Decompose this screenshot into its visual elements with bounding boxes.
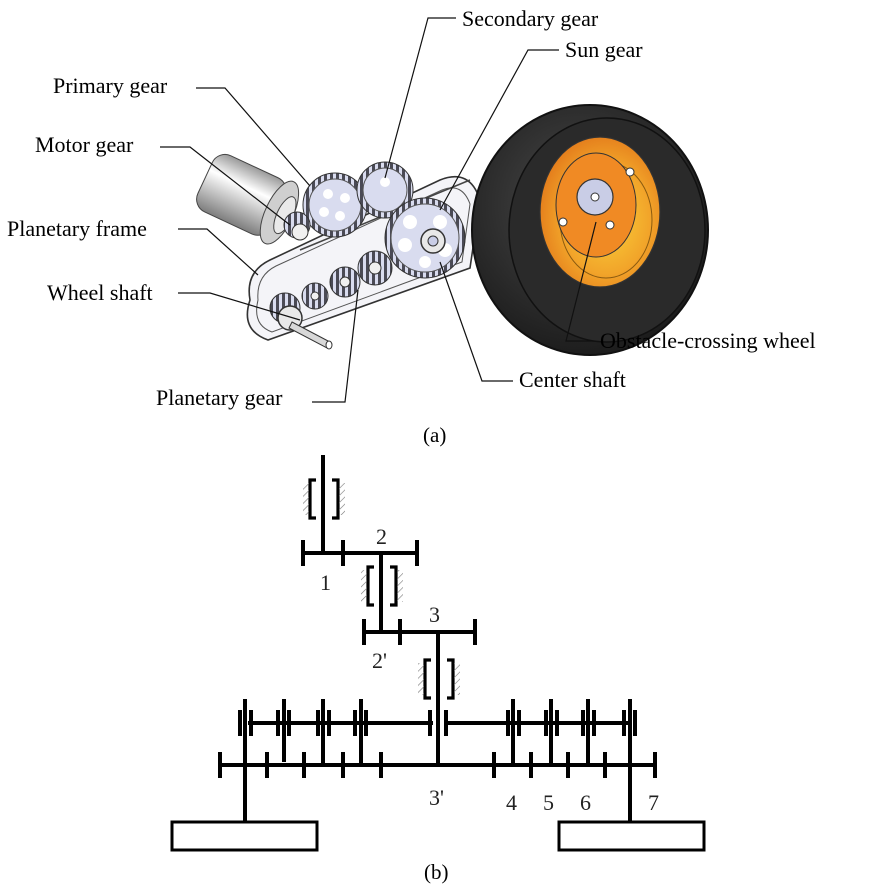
label-primary-gear: Primary gear bbox=[53, 73, 168, 98]
label-sun-gear: Sun gear bbox=[565, 37, 643, 62]
gear-number-1: 1 bbox=[320, 570, 331, 595]
motor-gear bbox=[283, 211, 311, 241]
leader-planetary-gear bbox=[312, 289, 359, 403]
left-wheel-block bbox=[170, 820, 319, 852]
panel-a-labels: Primary gear Motor gear Planetary frame … bbox=[7, 6, 816, 447]
leader-planetary-frame bbox=[178, 228, 259, 276]
bearing-3 bbox=[418, 658, 460, 700]
leader-wheel-shaft bbox=[178, 292, 301, 321]
kinematic-schematic: 1 2 2' 3 bbox=[170, 455, 706, 884]
mechanism-rendering bbox=[196, 104, 709, 356]
right-wheel-block bbox=[557, 820, 706, 852]
leader-motor-gear bbox=[160, 146, 291, 226]
gear-number-2-prime: 2' bbox=[372, 648, 387, 673]
label-center-shaft: Center shaft bbox=[519, 367, 626, 392]
caption-b: (b) bbox=[424, 860, 449, 884]
gear-number-6: 6 bbox=[580, 790, 591, 815]
gear-number-4: 4 bbox=[506, 790, 517, 815]
gear-train bbox=[218, 752, 657, 778]
label-planetary-frame: Planetary frame bbox=[7, 216, 147, 241]
label-wheel-shaft: Wheel shaft bbox=[47, 280, 153, 305]
gear-number-5: 5 bbox=[543, 790, 554, 815]
leader-primary-gear bbox=[196, 87, 311, 187]
gear-number-2: 2 bbox=[376, 524, 387, 549]
bearing-2 bbox=[361, 565, 403, 607]
label-motor-gear: Motor gear bbox=[35, 132, 134, 157]
planetary-carrier bbox=[238, 699, 637, 822]
gear-number-3-prime: 3' bbox=[429, 785, 444, 810]
secondary-gear bbox=[356, 161, 414, 219]
primary-gear bbox=[302, 172, 368, 238]
leader-obstacle-crossing-wheel bbox=[565, 221, 597, 342]
leader-center-shaft bbox=[439, 261, 513, 382]
bearing-1 bbox=[303, 478, 345, 520]
obstacle-crossing-wheel bbox=[471, 104, 709, 356]
label-obstacle-crossing-wheel: Obstacle-crossing wheel bbox=[600, 328, 816, 353]
leader-secondary-gear bbox=[384, 17, 456, 179]
sun-gear bbox=[384, 197, 466, 279]
leader-sun-gear bbox=[439, 49, 559, 211]
label-planetary-gear: Planetary gear bbox=[156, 385, 283, 410]
wheel-shaft bbox=[277, 305, 333, 350]
carrier-bearings bbox=[238, 710, 637, 736]
caption-a: (a) bbox=[423, 423, 446, 447]
gear-number-3: 3 bbox=[429, 602, 440, 627]
label-secondary-gear: Secondary gear bbox=[462, 6, 599, 31]
gear-number-7: 7 bbox=[648, 790, 659, 815]
motor bbox=[196, 153, 300, 245]
